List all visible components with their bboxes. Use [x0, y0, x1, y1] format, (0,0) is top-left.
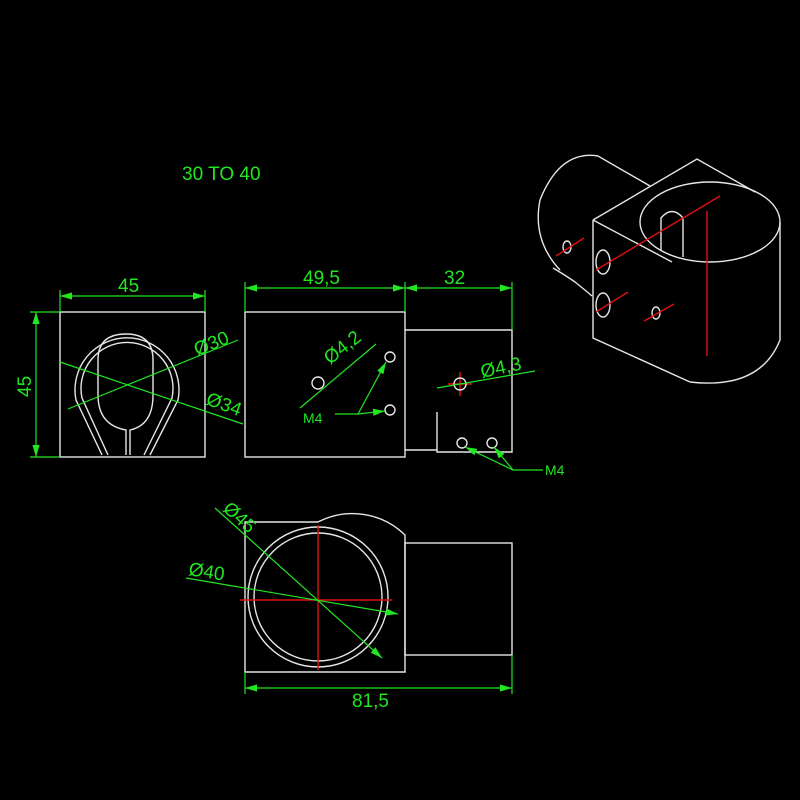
dia34-leader	[59, 361, 244, 425]
dia43-leader	[436, 370, 536, 389]
tube-outline	[405, 329, 513, 453]
front-view: 45 45 Ø30 Ø34	[15, 276, 245, 458]
hole-4-2	[311, 376, 325, 390]
dia45-leader	[214, 507, 383, 659]
tube-dimension: 32	[444, 268, 465, 289]
isometric-view	[537, 154, 781, 384]
top-body-outline	[244, 512, 406, 673]
tube-m4-label: M4	[545, 462, 565, 478]
height-dimension: 45	[15, 376, 36, 397]
m4-hole-top	[384, 351, 396, 363]
side-view: 49,5 32 Ø4,2 M4 Ø4,3 M4	[244, 268, 565, 478]
tube-outline-top	[404, 542, 513, 656]
tube-m4-hole-2	[486, 437, 498, 449]
length-dimension: 49,5	[303, 268, 340, 289]
dia30-label: Ø30	[191, 328, 232, 361]
dia42-label: Ø4,2	[320, 327, 365, 369]
m4-hole-bottom	[384, 404, 396, 416]
dia45-label: Ø45	[219, 498, 260, 538]
m4-label: M4	[303, 410, 323, 426]
dia30-leader	[67, 339, 239, 410]
tube-m4-hole-1	[456, 437, 468, 449]
drawing-title: 30 TO 40	[182, 164, 261, 185]
dia34-label: Ø34	[203, 389, 244, 421]
dia40-label: Ø40	[187, 559, 226, 585]
dia40-leader	[185, 577, 399, 616]
clamp-ring-inner	[80, 341, 174, 456]
top-view: Ø45 Ø40 81,5	[185, 498, 513, 712]
side-body-outline	[244, 311, 406, 458]
dia43-label: Ø4,3	[479, 354, 524, 383]
overall-length-dimension: 81,5	[352, 691, 389, 712]
inner-slot	[97, 333, 154, 455]
clamp-ring-outer	[74, 337, 180, 456]
front-outline	[59, 311, 206, 458]
dia42-leader	[299, 343, 377, 409]
hole-4-3	[453, 377, 467, 391]
width-dimension: 45	[118, 276, 139, 297]
